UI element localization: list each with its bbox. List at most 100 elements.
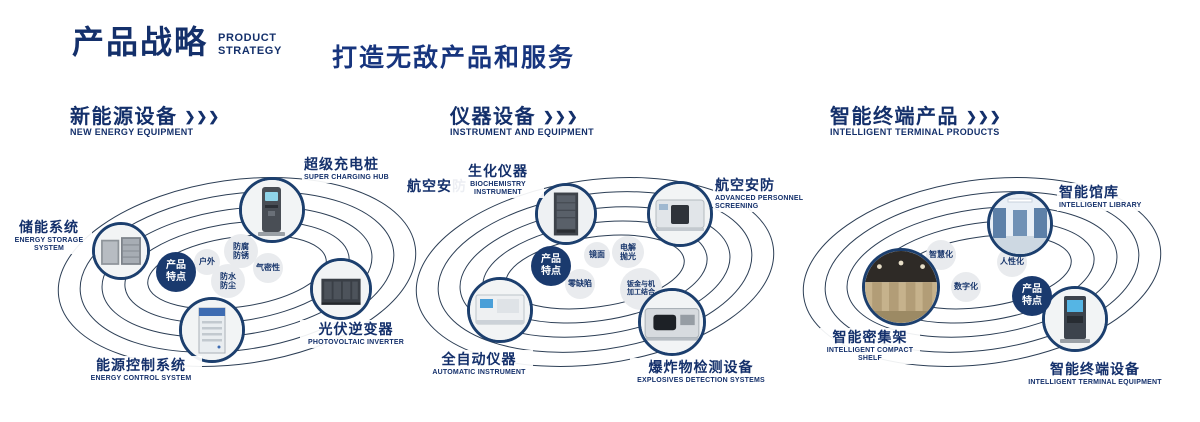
product-photo-compact-shelf [862,248,940,326]
product-photo-biochemistry [535,183,597,245]
section-title-cn: 仪器设备 [450,106,536,128]
product-name-cn: 储能系统 [19,219,79,235]
product-label-intelligent-library: 智能馆库 INTELLIGENT LIBRARY [1057,183,1157,212]
product-label-automatic-instrument: 全自动仪器 AUTOMATIC INSTRUMENT [425,350,533,379]
product-photo-explosives-detection [638,288,706,356]
feature-label: 数字化 [954,282,978,292]
product-photo-personnel-screening [647,181,713,247]
automatic-instrument-icon [470,280,530,340]
product-label-explosives-detection: 爆炸物检测设备 EXPLOSIVES DETECTION SYSTEMS [630,358,772,387]
product-name-en: ENERGY STORAGE SYSTEM [14,237,84,253]
product-features-badge: 产品特点 [156,252,196,292]
header: 产品战略 PRODUCT STRATEGY [72,24,282,60]
slogan: 打造无敌产品和服务 [332,44,576,72]
product-photo-energy-control [179,297,245,363]
triple-chevron-icon: ❯❯❯ [543,109,579,124]
feature-label: 零缺陷 [568,279,592,289]
product-label-biochemistry: 生化仪器 BIOCHEMISTRY INSTRUMENT [452,162,544,199]
product-label-energy-storage: 储能系统 ENERGY STORAGE SYSTEM [6,218,92,255]
product-features-badge: 产品特点 [531,246,571,286]
product-name-cn: 超级充电桩 [304,156,379,172]
product-name-cn: 智能馆库 [1059,184,1119,200]
product-label-pv-inverter: 光伏逆变器 PHOTOVOLTAIC INVERTER [300,320,412,349]
section-subtitle-new-energy: NEW ENERGY EQUIPMENT [70,127,194,137]
product-photo-pv-inverter [310,258,372,320]
feature-bubble: 镜面 [584,242,610,268]
product-name-en: BIOCHEMISTRY INSTRUMENT [470,181,526,197]
badge-label: 产品特点 [1022,284,1042,307]
feature-bubble: 防水防尘 [211,264,245,298]
badge-label: 产品特点 [166,260,186,283]
explosives-detection-icon [641,291,703,353]
feature-label: 人性化 [1000,257,1024,267]
section-title-instrument: 仪器设备 ❯❯❯ [450,100,579,129]
feature-bubble: 气密性 [253,253,283,283]
energy-control-icon [182,300,242,360]
product-name-en: SUPER CHARGING HUB [304,174,389,182]
intelligent-library-icon [990,194,1050,254]
product-label-intelligent-terminal: 智能终端设备 INTELLIGENT TERMINAL EQUIPMENT [1020,360,1170,389]
section-title-intelligent: 智能终端产品 ❯❯❯ [830,100,1002,129]
triple-chevron-icon: ❯❯❯ [184,109,221,124]
feature-bubble: 钣金与机加工结合 [620,268,662,310]
product-label-personnel-screening: 航空安防 ADVANCED PERSONNEL SCREENING [713,176,811,213]
feature-label: 防腐防锈 [233,241,249,260]
feature-label: 智慧化 [929,250,953,260]
product-features-badge: 产品特点 [1012,276,1052,316]
product-name-en: INTELLIGENT COMPACT SHELF [826,347,914,363]
section-subtitle-instrument: INSTRUMENT AND EQUIPMENT [450,127,594,137]
feature-bubble: 电解抛光 [612,236,644,268]
product-photo-super-charging-hub [239,177,305,243]
product-name-en: ENERGY CONTROL SYSTEM [90,375,192,383]
product-name-en: INTELLIGENT TERMINAL EQUIPMENT [1028,379,1162,387]
product-name-cn: 生化仪器 [468,163,528,179]
product-name-cn: 智能密集架 [832,329,908,345]
section-title-cn: 智能终端产品 [830,106,959,128]
page-title-en-line1: PRODUCT [218,32,277,44]
product-label-energy-control: 能源控制系统 ENERGY CONTROL SYSTEM [80,356,202,385]
charging-hub-icon [242,180,302,240]
feature-label: 户外 [199,257,215,267]
feature-label: 镜面 [589,250,605,260]
product-photo-intelligent-terminal [1042,286,1108,352]
product-name-en: PHOTOVOLTAIC INVERTER [308,339,404,347]
feature-label: 钣金与机加工结合 [627,280,655,296]
product-name-cn: 智能终端设备 [1050,361,1140,377]
section-title-new-energy: 新能源设备 ❯❯❯ [70,100,220,129]
pv-inverter-icon [313,261,369,317]
product-name-cn: 全自动仪器 [441,351,517,367]
product-photo-intelligent-library [987,191,1053,257]
feature-bubble: 数字化 [951,272,981,302]
energy-storage-icon [95,225,147,277]
compact-shelf-icon [865,251,937,323]
product-name-en: ADVANCED PERSONNEL SCREENING [715,195,804,211]
product-label-super-charging-hub: 超级充电桩 SUPER CHARGING HUB [302,155,396,184]
feature-bubble: 智慧化 [926,240,956,270]
product-name-cn: 光伏逆变器 [318,321,394,337]
product-name-cn: 航空安防 [407,178,467,194]
product-name-cn: 航空安防 [715,177,775,193]
intelligent-terminal-icon [1045,289,1105,349]
product-name-cn: 爆炸物检测设备 [648,359,754,375]
product-name-en: EXPLOSIVES DETECTION SYSTEMS [637,377,765,385]
badge-label: 产品特点 [541,254,561,277]
page-title: 产品战略 [72,24,209,60]
section-title-cn: 新能源设备 [70,106,178,128]
page-title-en-line2: STRATEGY [218,45,282,58]
feature-bubble: 防腐防锈 [224,234,258,268]
feature-bubble: 零缺陷 [565,269,595,299]
product-name-cn: 能源控制系统 [96,357,186,373]
product-name-en: INTELLIGENT LIBRARY [1059,202,1142,210]
product-photo-automatic-instrument [467,277,533,343]
feature-label: 防水防尘 [220,271,236,290]
product-label-compact-shelf: 智能密集架 INTELLIGENT COMPACT SHELF [820,328,920,365]
product-photo-energy-storage [92,222,150,280]
page-title-en: PRODUCT STRATEGY [218,32,282,58]
personnel-screening-icon [650,184,710,244]
section-subtitle-intelligent: INTELLIGENT TERMINAL PRODUCTS [830,127,1000,137]
product-name-en: AUTOMATIC INSTRUMENT [432,369,526,377]
feature-label: 电解抛光 [620,242,636,261]
feature-label: 气密性 [256,263,280,273]
triple-chevron-icon: ❯❯❯ [966,109,1002,124]
